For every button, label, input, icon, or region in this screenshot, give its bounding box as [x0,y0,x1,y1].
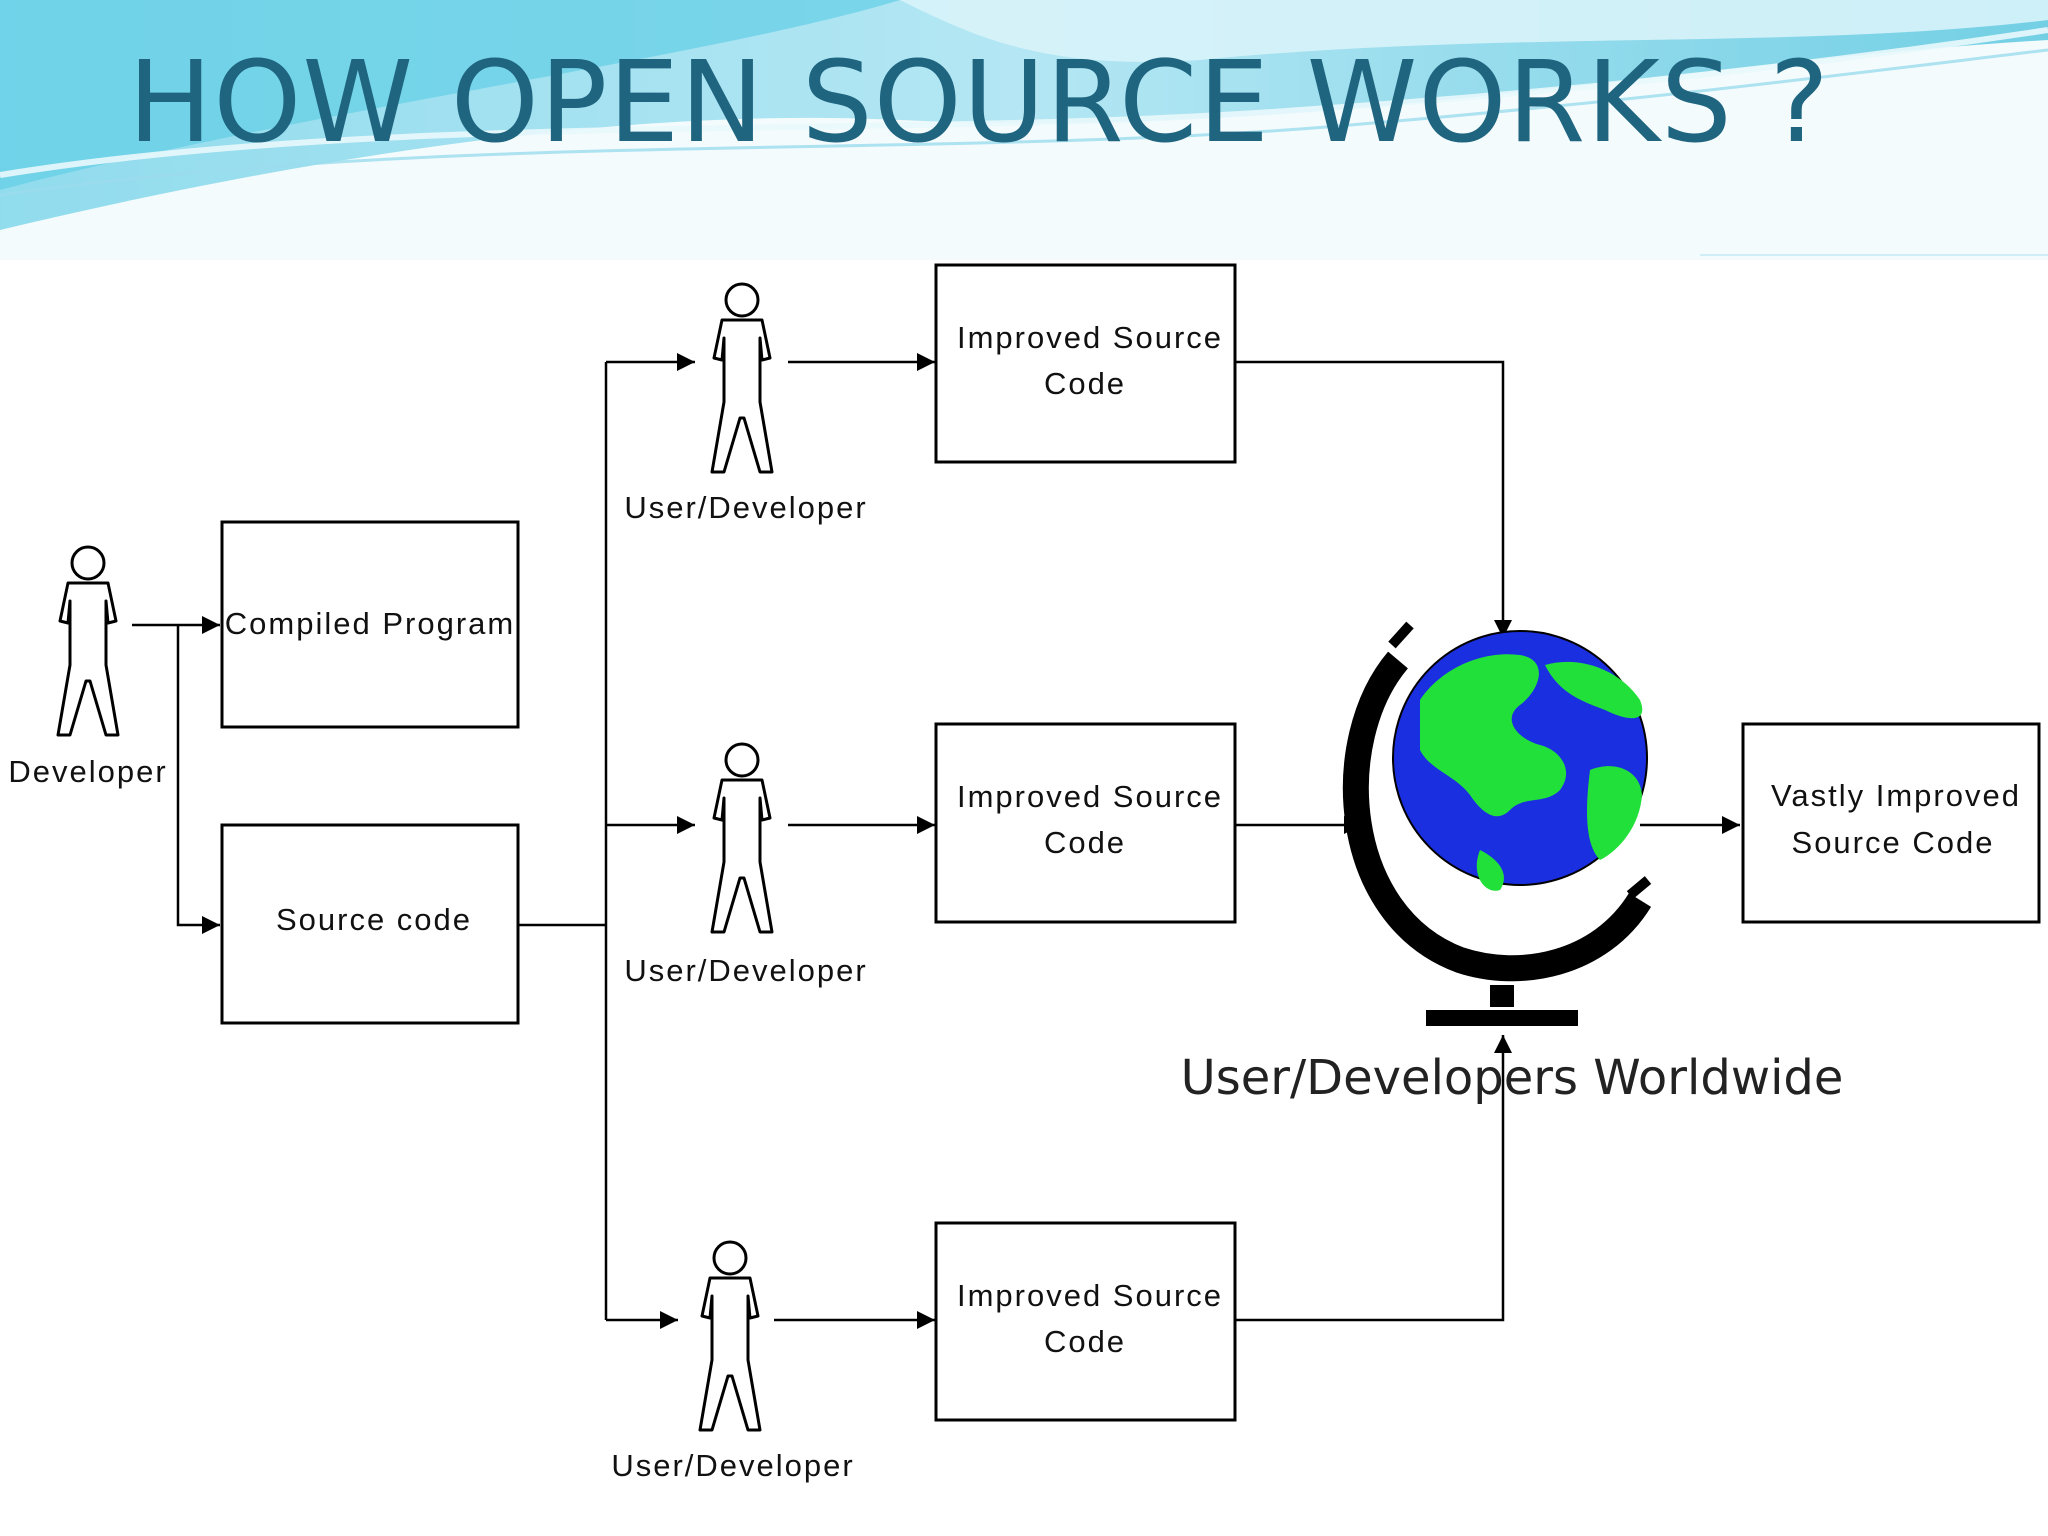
improved-source-code-box-1: Improved Source Code [934,263,1237,464]
user-developer-1: User/Developer [624,282,867,525]
compiled-program-box: Compiled Program [220,520,520,729]
open-source-flow-diagram: Developer Compiled Program Source code U… [8,263,2041,1483]
improved-source-line2: Code [1044,366,1126,401]
globe-icon [1343,621,1652,1026]
improved-source-line2: Code [1044,825,1126,860]
improved-source-line2: Code [1044,1324,1126,1359]
compiled-program-label: Compiled Program [225,606,515,641]
slide-title: HOW OPEN SOURCE WORKS ? [128,38,1830,168]
developer-label: Developer [8,754,167,789]
user-developer-label: User/Developer [624,490,867,525]
arrow-developer-to-source [176,625,220,934]
improved-source-line1: Improved Source [957,1278,1223,1313]
connector-lines [132,353,1740,1329]
vastly-improved-source-code-box: Vastly Improved Source Code [1741,722,2041,924]
improved-source-line1: Improved Source [957,779,1223,814]
person-icon [710,742,774,934]
arrow-improved-1-to-globe [1235,360,1512,638]
user-developer-label: User/Developer [624,953,867,988]
source-code-label: Source code [276,902,472,937]
improved-source-code-box-3: Improved Source Code [934,1221,1237,1422]
vastly-improved-line2: Source Code [1792,825,1995,860]
improved-source-line1: Improved Source [957,320,1223,355]
person-icon [56,545,120,737]
person-icon [710,282,774,474]
arrow-improved-3-to-globe [1235,1035,1512,1322]
vastly-improved-line1: Vastly Improved [1771,778,2021,813]
developer-figure: Developer [8,545,167,789]
header-wave-background [0,0,2048,260]
user-developer-3: User/Developer [611,1240,854,1483]
globe-caption: User/Developers Worldwide [1181,1050,1844,1106]
improved-source-code-box-2: Improved Source Code [934,722,1237,924]
source-code-box: Source code [220,823,520,1025]
person-icon [698,1240,762,1432]
user-developer-2: User/Developer [624,742,867,988]
user-developer-label: User/Developer [611,1448,854,1483]
